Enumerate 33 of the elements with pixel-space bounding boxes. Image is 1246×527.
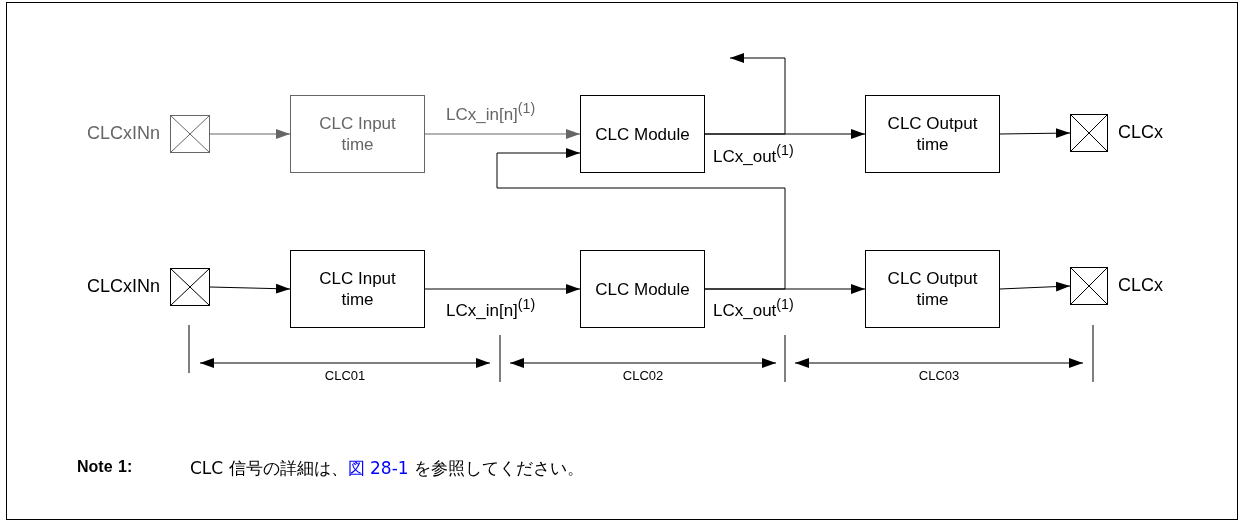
arrow [496, 148, 786, 290]
arrow [424, 284, 581, 294]
figure-link: 図 28-1 [347, 458, 409, 478]
pin-box [170, 268, 210, 306]
edge-label: LCx_in[n]$^{(1)}$ [445, 296, 537, 321]
note-label: Note [77, 458, 113, 476]
process-box: CLC Output time [865, 95, 1000, 173]
pin-box [1070, 267, 1108, 305]
process-box: CLC Input time [290, 95, 425, 173]
process-box: CLC Input time [290, 250, 425, 328]
pin-box [170, 115, 210, 153]
dimension-label: CLC03 [916, 368, 962, 383]
note-text: CLC 信号の詳細は、図 28-1 を参照してください。 [190, 457, 584, 480]
pin-label: CLCxINn [86, 123, 160, 144]
arrow [999, 281, 1071, 292]
arrow [424, 129, 581, 139]
pin-label: CLCx [1118, 275, 1163, 296]
note-number: 1: [118, 458, 133, 476]
dimension-label: CLC02 [620, 368, 666, 383]
dimension-label: CLC01 [322, 368, 368, 383]
arrow [999, 128, 1071, 139]
edge-label: LCx_out$^{(1)}$ [712, 296, 795, 321]
process-box: CLC Module [580, 95, 705, 173]
pin-label: CLCx [1118, 122, 1163, 143]
edge-label: LCx_in[n]$^{(1)}$ [445, 100, 537, 125]
process-box: CLC Output time [865, 250, 1000, 328]
pin-label: CLCxINn [86, 276, 160, 297]
pin-box [1070, 114, 1108, 152]
edge-label: LCx_out$^{(1)}$ [712, 142, 795, 167]
arrow [704, 53, 786, 135]
arrow [209, 129, 291, 139]
arrow [209, 283, 291, 294]
process-box: CLC Module [580, 250, 705, 328]
